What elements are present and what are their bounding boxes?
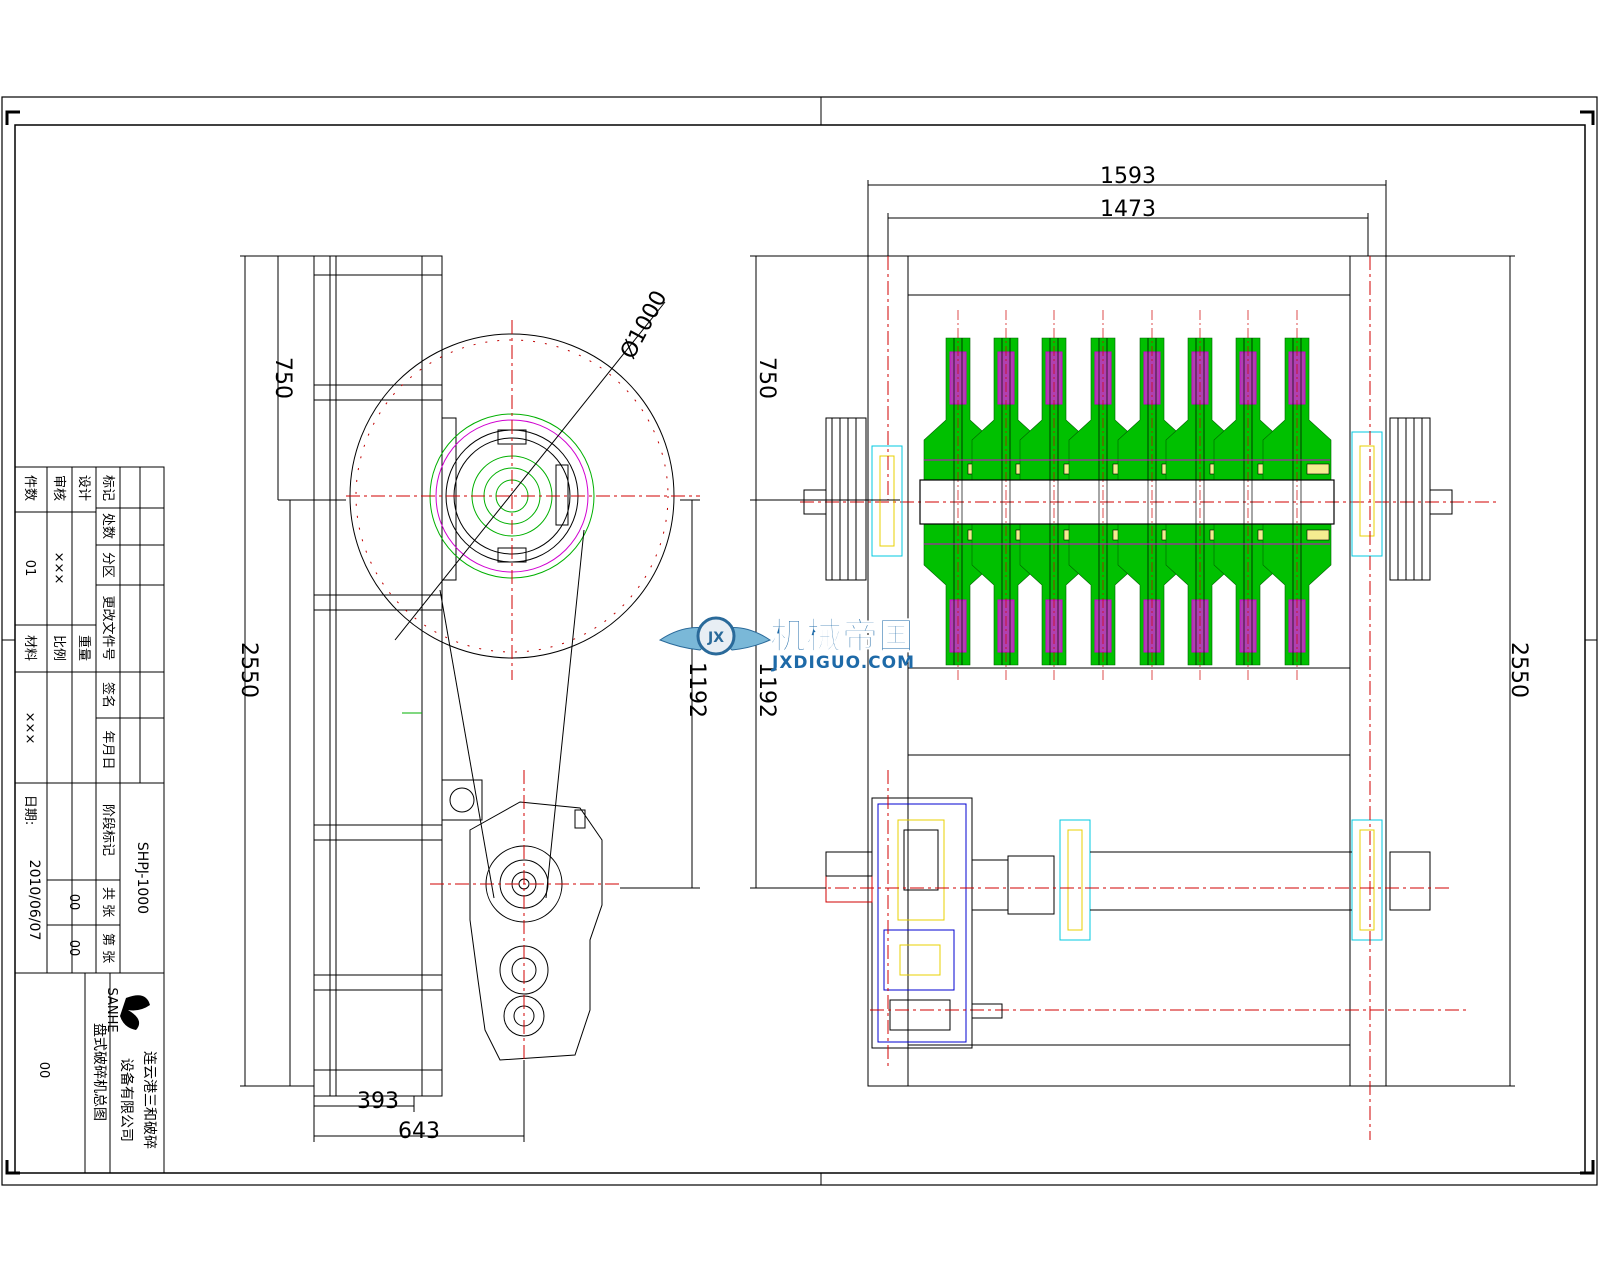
tb-total-label: 共 张 bbox=[100, 887, 115, 917]
watermark-en: JXDIGUO.COM bbox=[771, 653, 915, 673]
tb-design-label: 设计 bbox=[76, 475, 91, 501]
tb-model: SHPJ-1000 bbox=[134, 842, 150, 914]
title-block bbox=[14, 466, 165, 1174]
tb-date-value: 2010/06/07 bbox=[26, 860, 42, 941]
tb-sheet-label: 第 张 bbox=[100, 933, 115, 963]
rotor-disc bbox=[1117, 310, 1187, 680]
side-view bbox=[240, 255, 700, 1142]
dim-right-top-outer: 1593 bbox=[1100, 164, 1156, 189]
tb-pieces-label: 件数 bbox=[22, 475, 37, 501]
dim-left-lower: 1192 bbox=[684, 662, 709, 718]
tb-drawing-name: 盘式破碎机总图 bbox=[91, 1023, 108, 1121]
tb-weight-label: 重量 bbox=[76, 635, 92, 661]
tb-stage-mark: 阶段标记 bbox=[100, 804, 115, 856]
tb-rev-zone: 分区 bbox=[100, 552, 115, 578]
dim-left-upper: 750 bbox=[270, 357, 295, 399]
svg-text:SANHE: SANHE bbox=[104, 987, 119, 1032]
rotor-discs bbox=[919, 310, 1335, 680]
tb-rev-mark: 标记 bbox=[100, 475, 115, 501]
company-logo: SANHE bbox=[104, 987, 150, 1033]
dim-left-height: 2550 bbox=[236, 642, 261, 698]
watermark-logo: JX 机械帝国 JXDIGUO.COM bbox=[658, 616, 915, 673]
watermark-cn: 机械帝国 bbox=[770, 616, 914, 657]
dim-right-upper: 750 bbox=[754, 357, 779, 399]
svg-text:JX: JX bbox=[707, 630, 724, 646]
tb-drawing-no: 00 bbox=[36, 1062, 51, 1079]
dimension-labels: 2550 750 1192 Ø1000 393 643 1593 1473 75… bbox=[236, 164, 1531, 1144]
top-view bbox=[800, 255, 1500, 1087]
tb-sheet-value: 00 bbox=[66, 940, 81, 957]
tb-rev-date: 年月日 bbox=[100, 730, 115, 769]
rotor-disc bbox=[1068, 310, 1138, 680]
tb-xxx-value: ××× bbox=[51, 552, 66, 585]
tb-total-value: 00 bbox=[66, 894, 81, 911]
tb-material-label: 材料 bbox=[22, 635, 37, 661]
tb-rev-count: 处数 bbox=[100, 513, 115, 539]
dim-right-lower: 1192 bbox=[754, 662, 779, 718]
rotor-disc bbox=[923, 310, 993, 680]
tb-review-label: 审核 bbox=[51, 475, 66, 501]
tb-material-value: ××× bbox=[22, 712, 37, 745]
tb-date-label: 日期: bbox=[22, 795, 37, 825]
dim-left-bottom-inner: 393 bbox=[357, 1089, 399, 1114]
dim-right-height: 2550 bbox=[1506, 642, 1531, 698]
tb-scale-label: 比例 bbox=[51, 635, 66, 661]
dim-right-top-inner: 1473 bbox=[1100, 197, 1156, 222]
rotor-disc bbox=[1165, 310, 1235, 680]
rotor-disc bbox=[1019, 310, 1089, 680]
lower-drive bbox=[750, 180, 1515, 1140]
dim-left-diameter: Ø1000 bbox=[616, 287, 672, 363]
rotor-disc bbox=[1213, 310, 1283, 680]
tb-rev-docno: 更改文件号 bbox=[100, 595, 115, 660]
rotor-disc bbox=[1262, 310, 1332, 680]
tb-rev-sign: 签名 bbox=[100, 682, 116, 708]
tb-company-line2: 设备有限公司 bbox=[118, 1058, 135, 1142]
tb-company-line1: 连云港三和破碎 bbox=[141, 1051, 157, 1149]
tb-pieces-value: 01 bbox=[22, 560, 37, 577]
dim-left-bottom-outer: 643 bbox=[398, 1119, 440, 1144]
title-block-text: 标记 处数 分区 更改文件号 签名 年月日 设计 审核 件数 01 ××× 材料… bbox=[22, 475, 157, 1149]
rotor-disc bbox=[971, 310, 1041, 680]
